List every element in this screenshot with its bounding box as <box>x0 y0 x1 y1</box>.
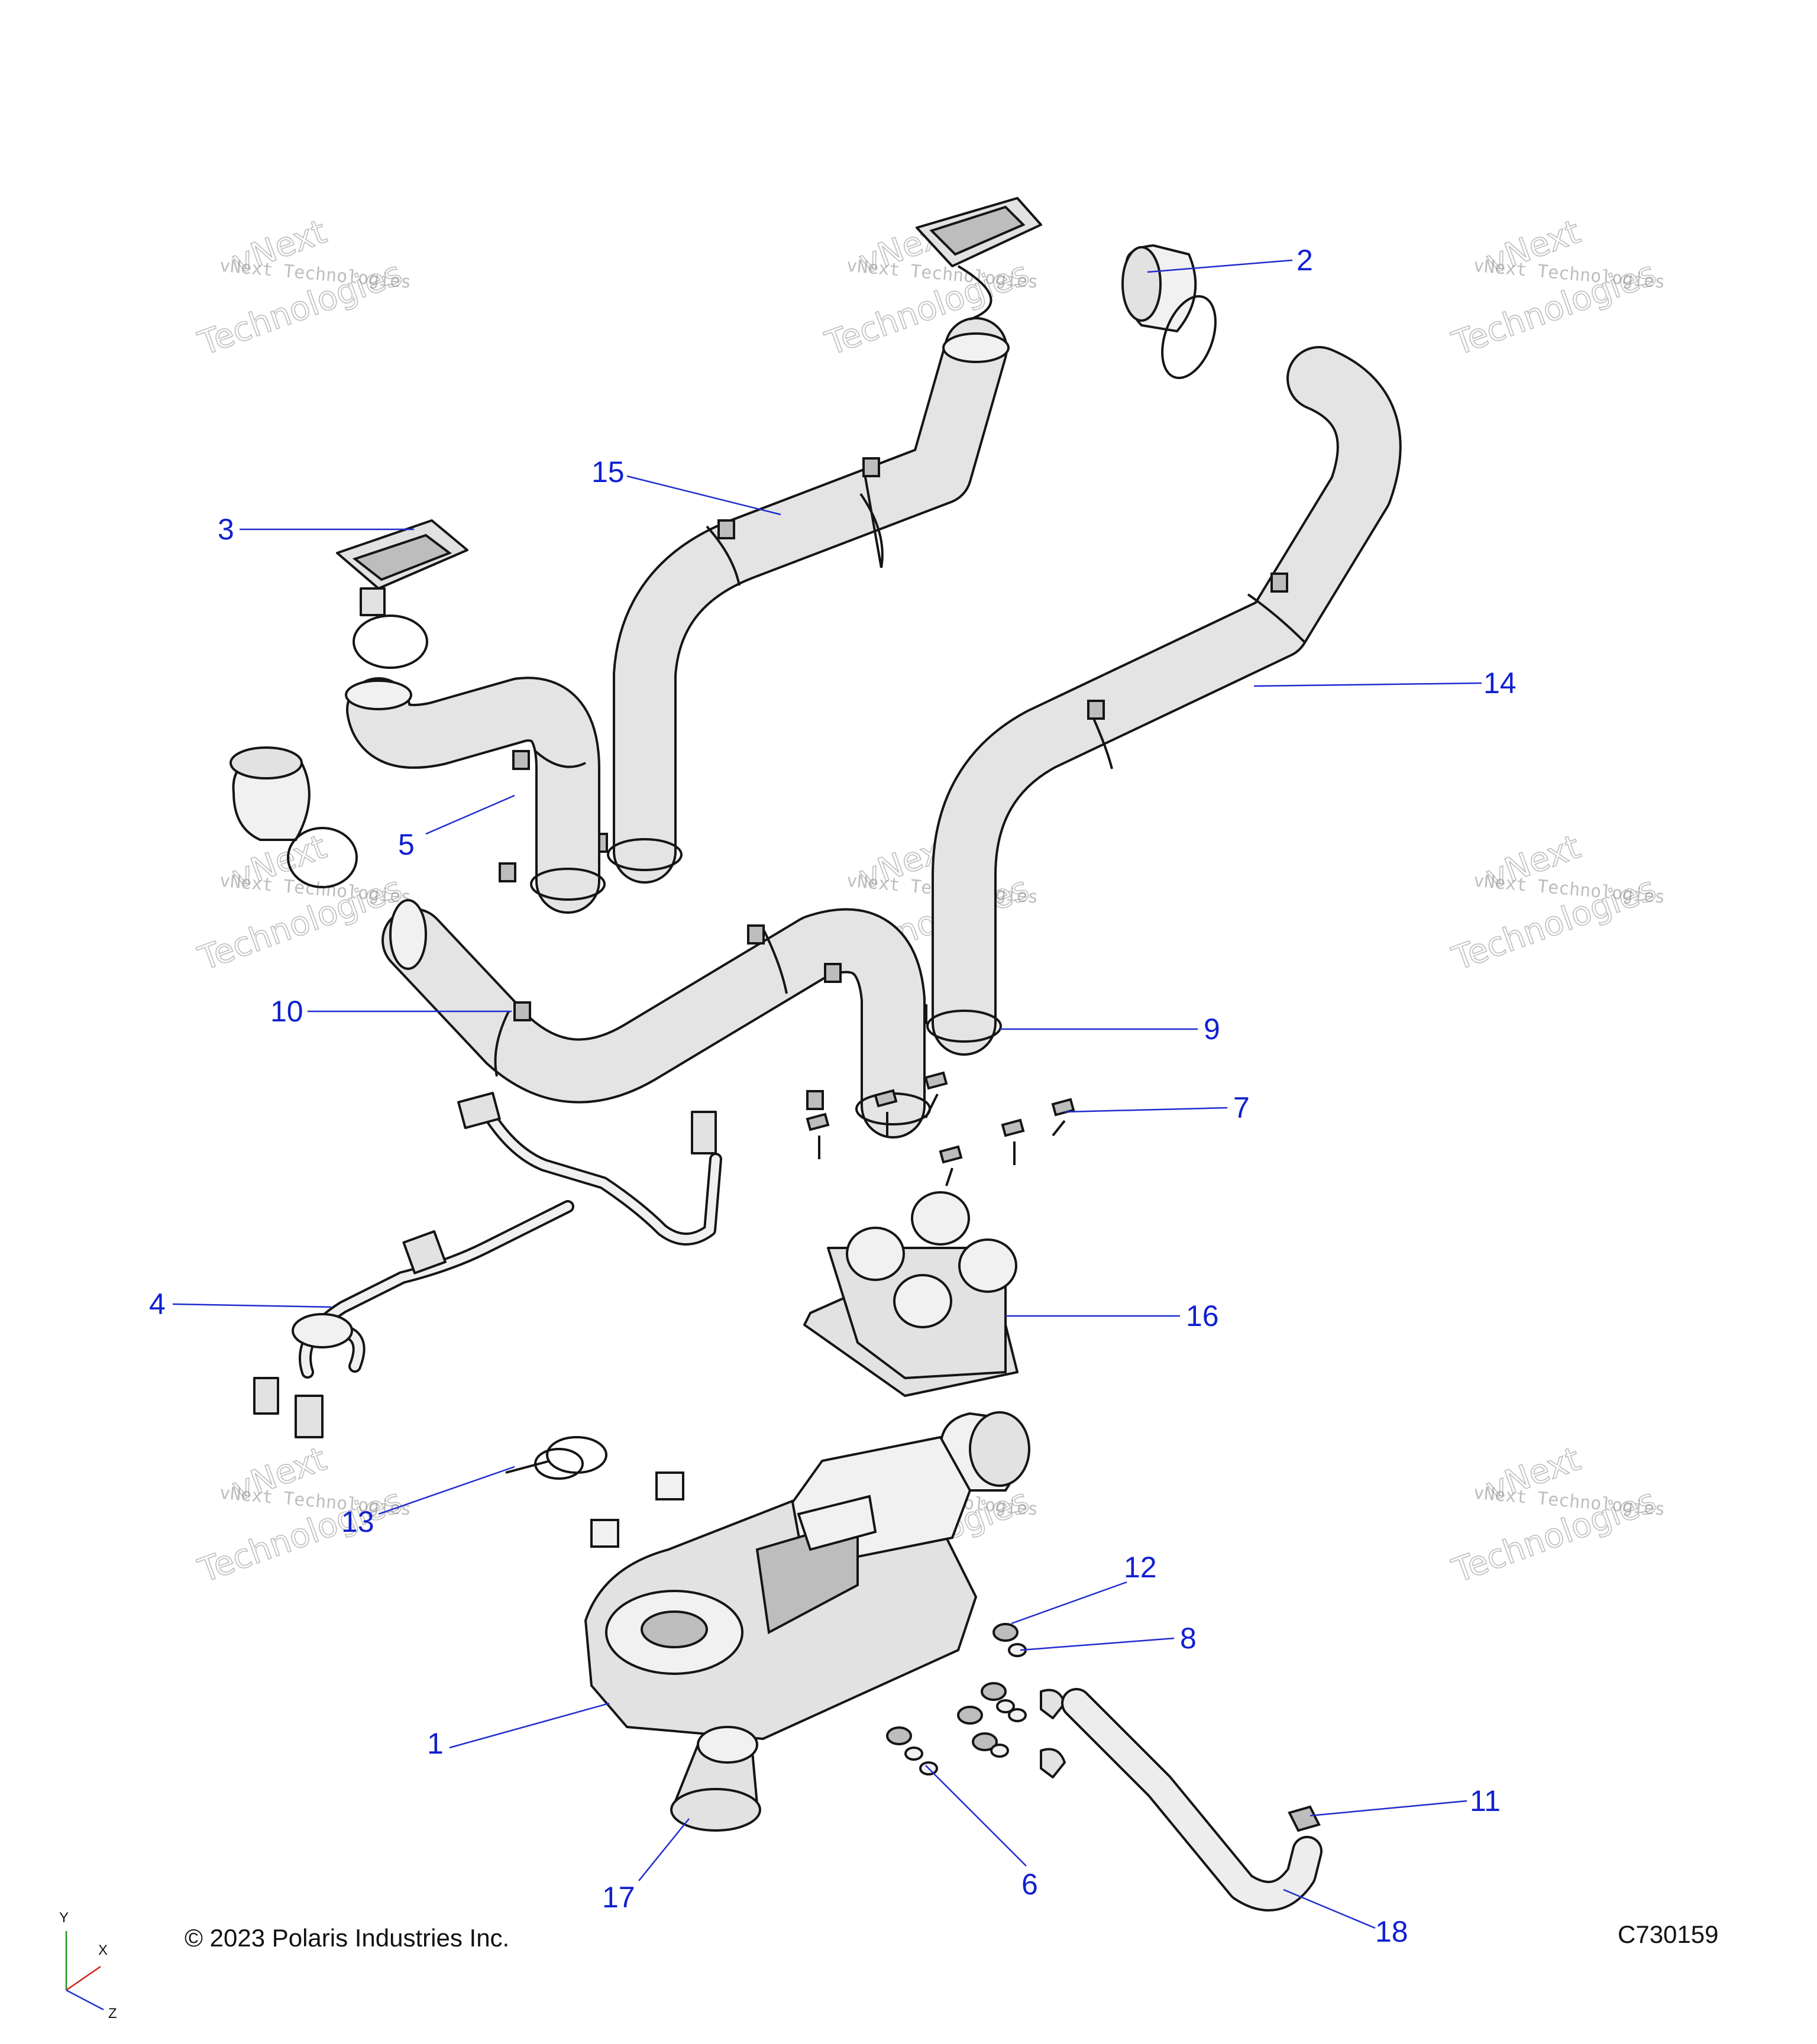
watermark-bottom-right: vNext Technologies vNext Technologies <box>1447 1440 1666 1592</box>
callout-11: 11 <box>1310 1784 1501 1817</box>
leader-line <box>1011 1581 1127 1625</box>
callout-number: 3 <box>218 513 234 546</box>
watermark-bottom-left: vNext Technologies vNext Technologies <box>193 1440 412 1592</box>
callouts: 1 2 3 4 5 6 7 8 <box>149 244 1517 1948</box>
callout-number: 14 <box>1483 667 1517 700</box>
leader-line <box>449 1702 610 1749</box>
duct-15 <box>590 317 1010 884</box>
parts <box>229 197 1402 1912</box>
callout-13: 13 <box>341 1466 515 1538</box>
leader-line <box>626 475 781 516</box>
axis-x-line <box>66 1965 101 1991</box>
duct-10 <box>381 899 931 1139</box>
callout-1: 1 <box>427 1702 610 1760</box>
leader-line <box>172 1303 332 1308</box>
watermark-mid-left: vNext Technologies vNext Technologies <box>193 827 412 979</box>
callout-number: 15 <box>591 455 625 489</box>
callout-3: 3 <box>218 513 414 546</box>
hardware-6-8-12 <box>886 1623 1027 1775</box>
clamp-13 <box>505 1436 607 1480</box>
callout-8: 8 <box>1020 1622 1197 1655</box>
harness-4 <box>253 1092 722 1438</box>
watermark-mid-right: vNext Technologies vNext Technologies <box>1447 827 1666 979</box>
callout-7: 7 <box>1064 1091 1250 1124</box>
axis-x-label: X <box>98 1942 108 1958</box>
axis-triad: Y X Z <box>59 1910 117 2022</box>
callout-9: 9 <box>1000 1013 1220 1046</box>
duct-upper-left <box>345 677 606 914</box>
leader-line <box>1253 682 1482 687</box>
leader-line <box>1020 1637 1175 1651</box>
leader-line <box>638 1818 690 1881</box>
clips <box>1040 1689 1066 1778</box>
watermark-top-right: vNext Technologies vNext Technologies <box>1447 212 1666 364</box>
leader-line <box>925 1765 1027 1867</box>
callout-number: 5 <box>398 828 415 861</box>
leader-line <box>1310 1800 1467 1817</box>
callout-number: 2 <box>1297 244 1313 277</box>
callout-number: 4 <box>149 1288 166 1321</box>
callout-number: 10 <box>270 995 303 1028</box>
coupler-2 <box>1121 244 1217 380</box>
leader-line <box>378 1466 515 1515</box>
callout-number: 7 <box>1233 1091 1250 1124</box>
callout-17: 17 <box>602 1818 690 1914</box>
axis-y-label: Y <box>59 1910 69 1926</box>
callout-number: 8 <box>1180 1622 1197 1655</box>
callout-number: 1 <box>427 1727 444 1760</box>
callout-18: 18 <box>1283 1888 1408 1948</box>
watermark-top-left: vNext Technologies vNext Technologies <box>193 212 412 364</box>
callout-number: 17 <box>602 1881 635 1914</box>
axis-z-label: Z <box>108 2006 117 2022</box>
callout-number: 11 <box>1470 1784 1501 1817</box>
callout-number: 18 <box>1375 1915 1408 1948</box>
outlet-17 <box>670 1726 761 1832</box>
callout-number: 13 <box>341 1505 374 1538</box>
hose-18 <box>1061 1688 1323 1912</box>
callout-14: 14 <box>1253 667 1517 700</box>
copyright-text: © 2023 Polaris Industries Inc. <box>185 1924 509 1952</box>
callout-6: 6 <box>925 1765 1038 1901</box>
plenum-16 <box>803 1191 1019 1397</box>
leader-line <box>1147 259 1293 273</box>
callout-5: 5 <box>398 794 515 861</box>
callout-12: 12 <box>1011 1551 1157 1625</box>
callout-10: 10 <box>270 995 512 1028</box>
fasteners-7 <box>806 1071 1075 1186</box>
callout-number: 9 <box>1204 1013 1220 1046</box>
diagram-code: C730159 <box>1618 1920 1718 1948</box>
coupler-left <box>229 746 358 888</box>
leader-line <box>425 794 515 835</box>
axis-z-line <box>66 1989 104 2011</box>
heater-box-1 <box>584 1435 977 1740</box>
leader-line <box>1064 1107 1228 1113</box>
callout-number: 6 <box>1021 1868 1038 1901</box>
vent-top-center <box>916 197 1042 321</box>
leader-line <box>1283 1888 1376 1929</box>
callout-number: 16 <box>1186 1299 1219 1333</box>
duct-14 <box>910 346 1402 1056</box>
footer: © 2023 Polaris Industries Inc. C730159 <box>185 1920 1718 1952</box>
callout-15: 15 <box>591 455 781 516</box>
callout-16: 16 <box>1006 1299 1219 1333</box>
vent-3 <box>336 519 468 669</box>
clip-11 <box>1288 1805 1321 1832</box>
callout-2: 2 <box>1147 244 1313 277</box>
callout-number: 12 <box>1124 1551 1157 1584</box>
callout-4: 4 <box>149 1288 332 1321</box>
